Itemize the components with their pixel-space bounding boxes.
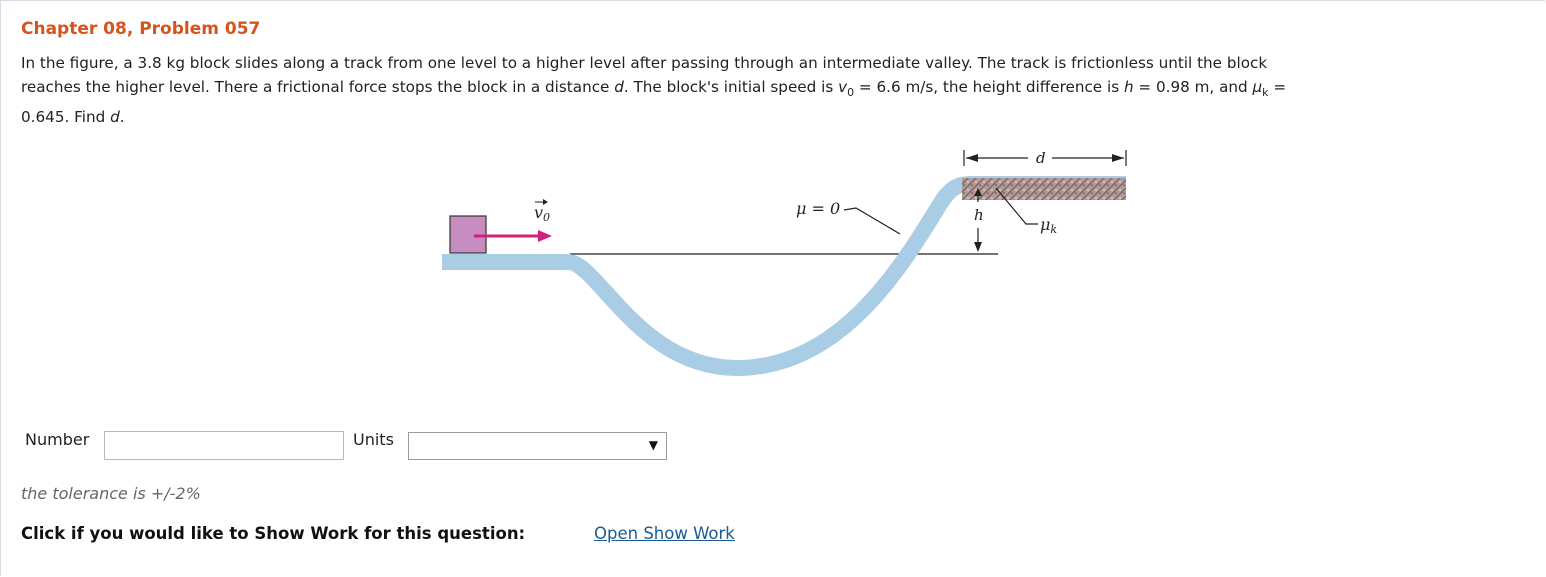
problem-title: Chapter 08, Problem 057 xyxy=(21,19,261,39)
problem-line-2: reaches the higher level. There a fricti… xyxy=(21,78,1287,100)
velocity-arrowhead xyxy=(538,230,552,242)
d-label: d xyxy=(1036,149,1046,167)
dropdown-arrow-icon: ▼ xyxy=(648,438,658,452)
open-show-work-link[interactable]: Open Show Work xyxy=(594,524,735,543)
v0-label: v0 xyxy=(534,203,550,224)
problem-text: In the figure, a 3.8 kg block slides alo… xyxy=(21,51,1536,129)
h-label: h xyxy=(974,206,984,224)
mu-zero-label: μ = 0 xyxy=(796,199,840,218)
units-dropdown[interactable]: ▼ xyxy=(408,432,667,460)
mu-k-leader xyxy=(995,187,1038,225)
number-label: Number xyxy=(25,430,90,449)
problem-line-3: 0.645. Find d. xyxy=(21,108,125,127)
number-input[interactable] xyxy=(104,431,344,460)
units-label: Units xyxy=(353,430,394,449)
mu-k-label: μk xyxy=(1040,215,1057,236)
friction-region xyxy=(962,178,1126,200)
tolerance-note: the tolerance is +/-2% xyxy=(21,484,201,503)
track-figure: v0 μ = 0 h d μk xyxy=(430,140,1150,410)
mu-zero-leader xyxy=(843,207,901,235)
problem-line-1: In the figure, a 3.8 kg block slides alo… xyxy=(21,54,1268,72)
show-work-prompt: Click if you would like to Show Work for… xyxy=(21,524,526,543)
track xyxy=(442,176,1126,377)
